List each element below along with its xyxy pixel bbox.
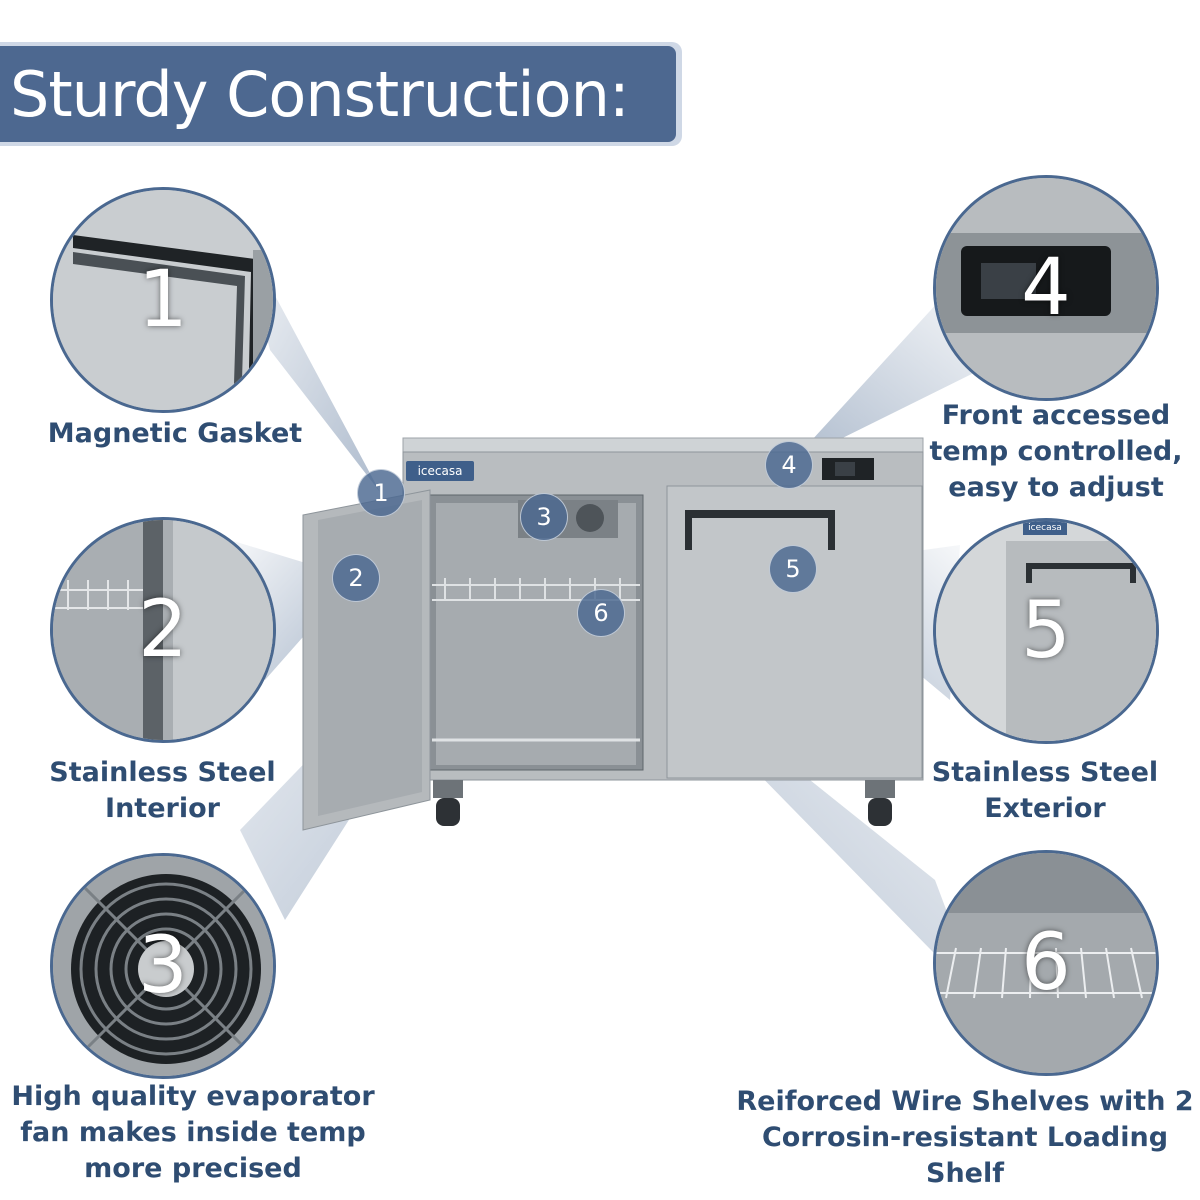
badge-5: 5 (769, 545, 817, 593)
caption-line: Exterior (984, 793, 1106, 824)
caption-fan: High quality evaporator fan makes inside… (0, 1079, 386, 1187)
caption-line: Reiforced Wire Shelves with 2 (736, 1086, 1194, 1117)
caption-exterior: Stainless Steel Exterior (900, 755, 1190, 827)
detail-number-1: 1 (138, 255, 188, 345)
caption-interior: Stainless Steel Interior (10, 755, 315, 827)
fan-photo (53, 856, 273, 1076)
caption-line: easy to adjust (948, 472, 1164, 503)
caption-shelf: Reiforced Wire Shelves with 2 Corrosin-r… (730, 1084, 1200, 1192)
detail-circle-controller: 4 (933, 175, 1159, 401)
shelf-photo (936, 853, 1156, 1073)
title-box: Sturdy Construction: (0, 46, 676, 142)
caption-gasket: Magnetic Gasket (20, 416, 330, 452)
caption-line: High quality evaporator (11, 1081, 375, 1112)
caption-line: Shelf (926, 1158, 1004, 1189)
badge-4: 4 (765, 441, 813, 489)
caption-line: more precised (84, 1153, 302, 1184)
detail-number-5: 5 (1021, 586, 1071, 676)
detail-number-6: 6 (1021, 918, 1071, 1008)
caption-line: Stainless Steel (931, 757, 1159, 788)
caption-line: Front accessed (941, 400, 1171, 431)
detail-number-2: 2 (138, 585, 188, 675)
brand-logo-small: icecasa (1023, 521, 1067, 535)
caption-line: Magnetic Gasket (47, 418, 303, 449)
badge-6: 6 (577, 589, 625, 637)
badge-2: 2 (332, 554, 380, 602)
page-title: Sturdy Construction: (10, 57, 630, 131)
detail-number-4: 4 (1021, 243, 1071, 333)
badge-1: 1 (357, 469, 405, 517)
badge-3: 3 (520, 493, 568, 541)
caption-line: Corrosin-resistant Loading (761, 1122, 1169, 1153)
brand-logo: icecasa (406, 461, 474, 481)
detail-circle-shelf: 6 (933, 850, 1159, 1076)
detail-circle-gasket: 1 (50, 187, 276, 413)
detail-circle-exterior: icecasa 5 (933, 518, 1159, 744)
caption-controller: Front accessed temp controlled, easy to … (912, 398, 1200, 506)
controller-photo (936, 178, 1156, 398)
detail-circle-fan: 3 (50, 853, 276, 1079)
detail-circle-interior: 2 (50, 517, 276, 743)
detail-number-3: 3 (138, 921, 188, 1011)
caption-line: temp controlled, (929, 436, 1183, 467)
title-banner: Sturdy Construction: (0, 42, 682, 146)
caption-line: fan makes inside temp (20, 1117, 366, 1148)
caption-line: Interior (105, 793, 220, 824)
caption-line: Stainless Steel (49, 757, 276, 788)
exterior-photo (936, 521, 1156, 741)
